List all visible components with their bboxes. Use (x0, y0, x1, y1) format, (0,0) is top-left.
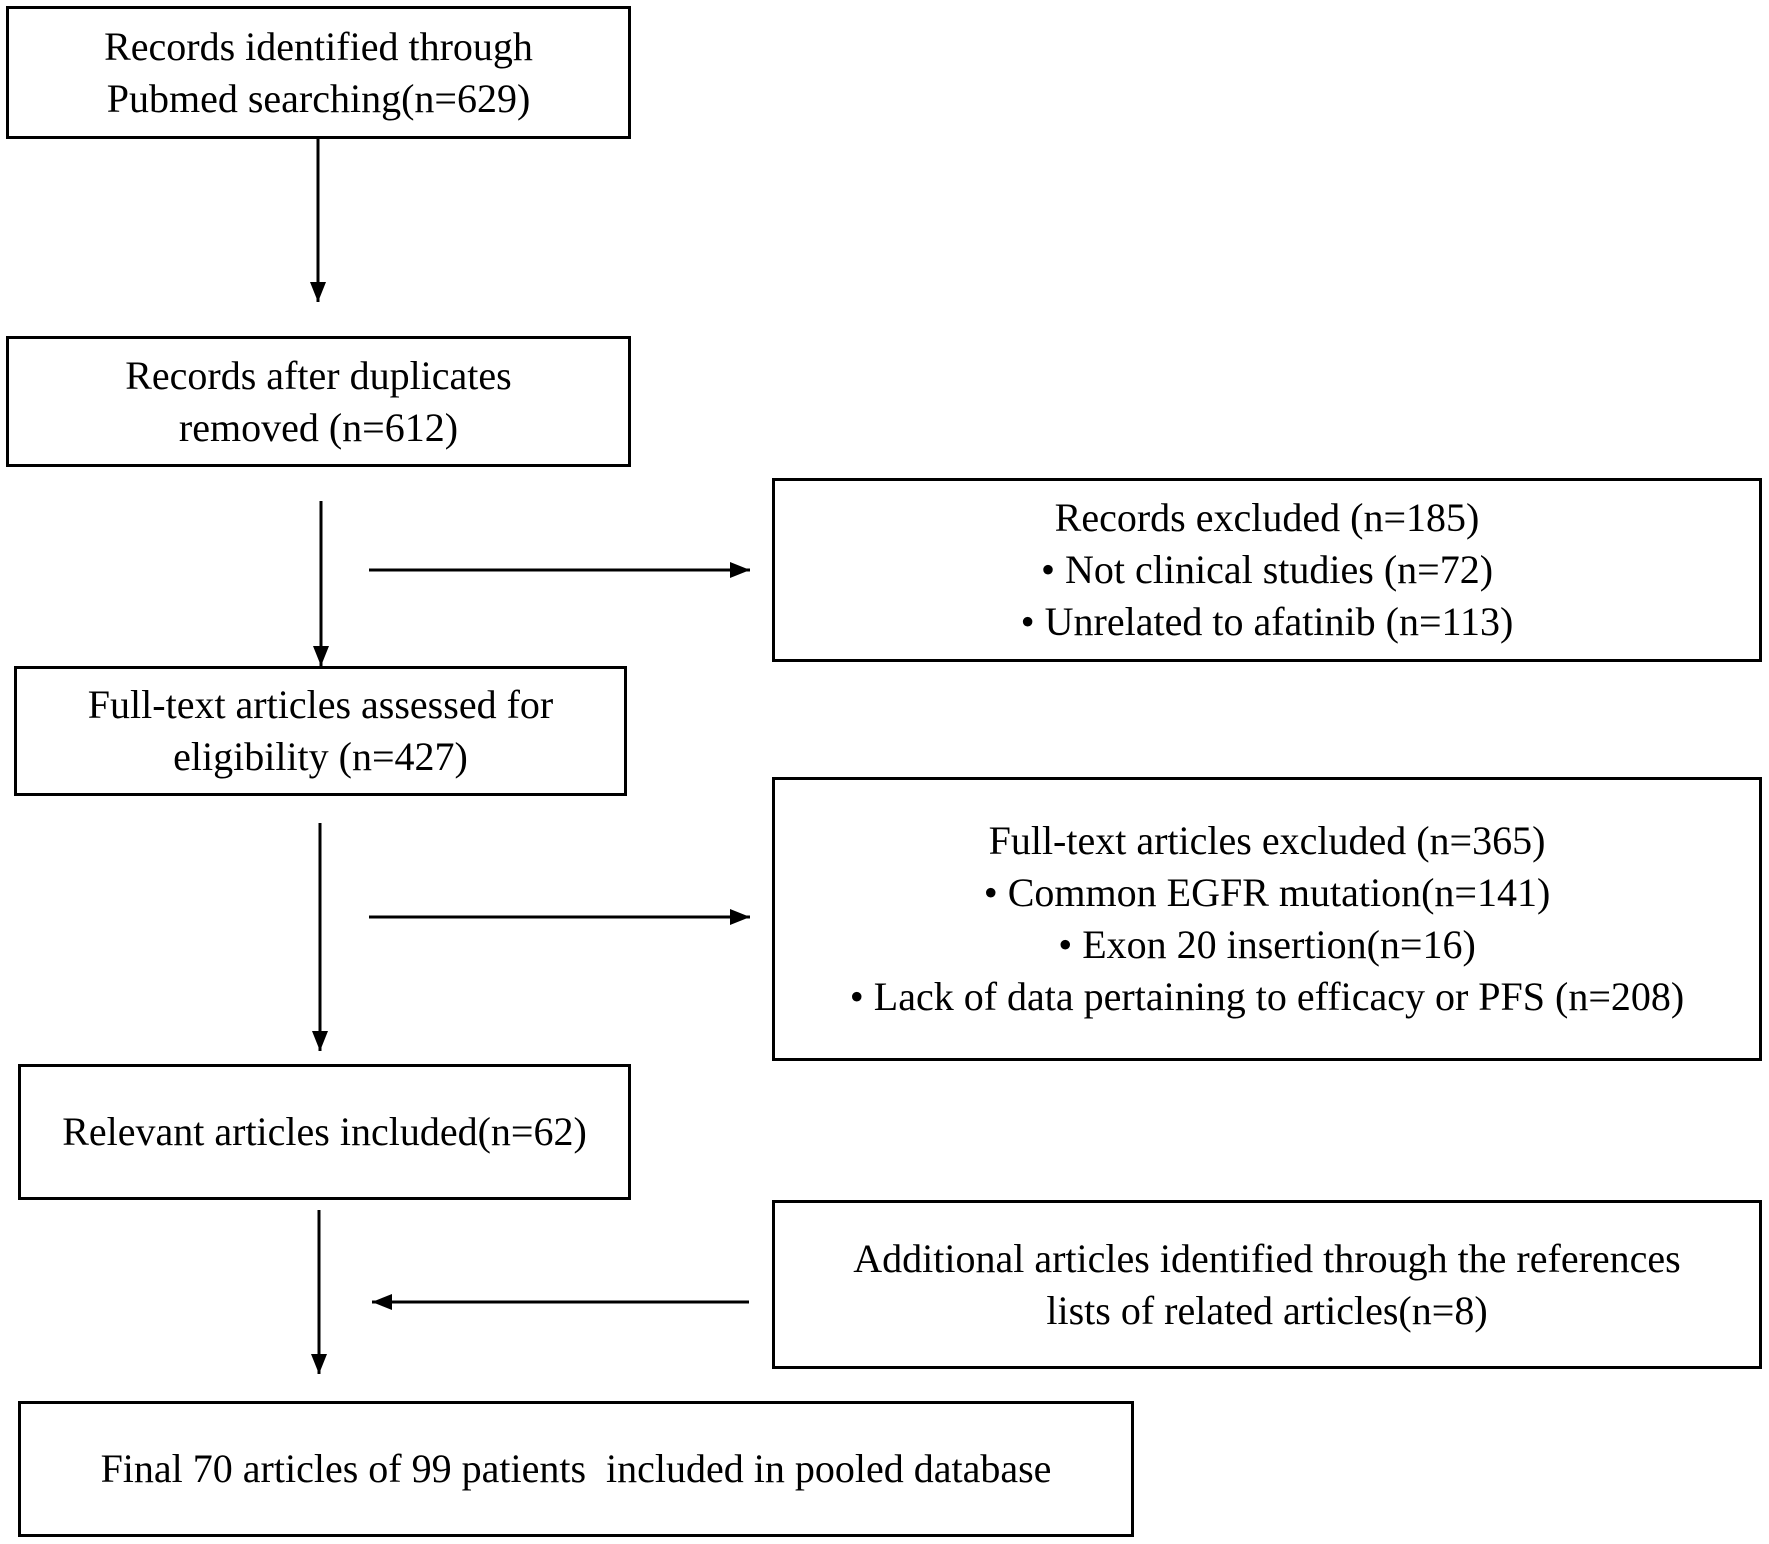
bullet-item: • Common EGFR mutation(n=141) (983, 870, 1551, 915)
box-text-line: eligibility (n=427) (173, 734, 468, 779)
bullet-item: • Lack of data pertaining to efficacy or… (849, 974, 1685, 1019)
box-text-line: lists of related articles(n=8) (1046, 1287, 1488, 1333)
box-records-identified: Records identified through Pubmed search… (6, 6, 631, 139)
box-text-line: Records identified through (104, 23, 533, 69)
bullet-item: • Unrelated to afatinib (n=113) (1020, 599, 1514, 644)
box-text-line: Full-text articles assessed for (87, 682, 554, 727)
box-fulltext-assessed: Full-text articles assessed for eligibil… (14, 666, 627, 796)
box-duplicates-removed: Records after duplicates removed (n=612) (6, 336, 631, 467)
box-relevant-included: Relevant articles included(n=62) (18, 1064, 631, 1200)
box-text-line: Pubmed searching(n=629) (106, 75, 531, 121)
box-title-line: Records excluded (n=185) (1054, 495, 1480, 540)
box-title-line: Full-text articles excluded (n=365) (988, 818, 1546, 863)
bullet-item: • Not clinical studies (n=72) (1040, 547, 1494, 592)
box-text-line: Records after duplicates (125, 352, 512, 398)
box-final-included: Final 70 articles of 99 patients include… (18, 1401, 1134, 1537)
box-fulltext-excluded: Full-text articles excluded (n=365) • Co… (772, 777, 1762, 1061)
box-text-line: Final 70 articles of 99 patients include… (100, 1446, 1052, 1491)
box-text-line: removed (n=612) (178, 404, 459, 450)
box-text-line: Relevant articles included(n=62) (62, 1109, 587, 1154)
box-additional-identified: Additional articles identified through t… (772, 1200, 1762, 1369)
box-text-line: Additional articles identified through t… (853, 1235, 1681, 1281)
box-records-excluded: Records excluded (n=185) • Not clinical … (772, 478, 1762, 662)
bullet-item: • Exon 20 insertion(n=16) (1058, 922, 1476, 967)
